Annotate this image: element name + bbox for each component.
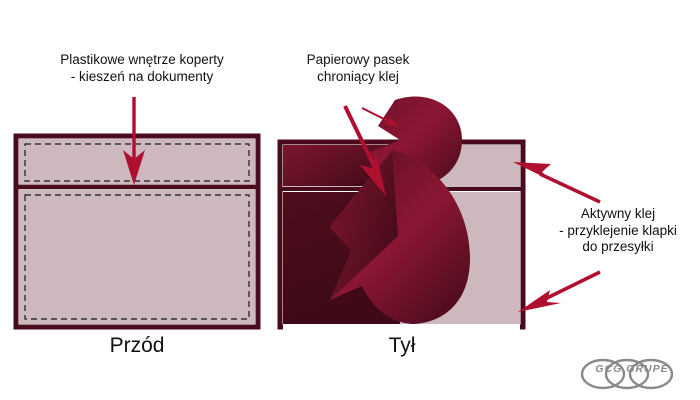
logo-rings-icon (580, 358, 674, 390)
gcg-grupe-logo: GCG GRUPE (580, 358, 674, 390)
back-bottom-clip (283, 324, 520, 330)
arrow-to-front-pocket (123, 97, 145, 185)
arrow-to-flap (343, 105, 386, 196)
caption-front: Przód (109, 334, 165, 357)
caption-back: Tył (388, 334, 416, 357)
logo-text: GCG GRUPE (595, 363, 668, 375)
front-bottom-panel-dashed-outline (24, 194, 250, 320)
front-bottom-panel (19, 190, 255, 324)
arrow-to-glue-lower (518, 270, 601, 312)
label-front-pocket: Plastikowe wnętrze koperty - kieszeń na … (60, 52, 224, 84)
arrow-to-paper-strip-small (361, 107, 399, 127)
front-top-panel-dashed-outline (24, 143, 250, 182)
arrow-to-glue-upper (513, 162, 601, 204)
label-active-glue: Aktywny klej - przyklejenie klapki do pr… (559, 206, 677, 254)
back-envelope (277, 96, 526, 330)
label-paper-strip: Papierowy pasek chroniący klej (306, 52, 410, 84)
